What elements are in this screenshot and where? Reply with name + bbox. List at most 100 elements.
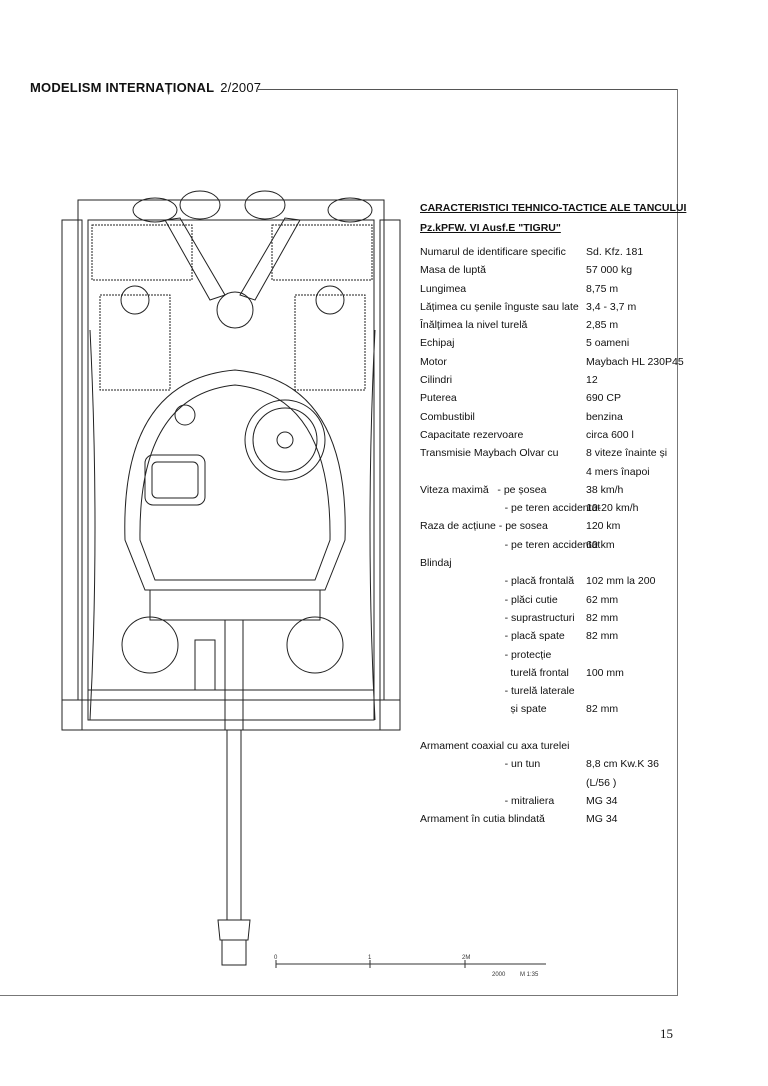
spec-label: turelă frontal <box>420 666 569 679</box>
spec-row: Combustibil benzina <box>420 411 686 429</box>
spec-value: 12 <box>586 374 598 387</box>
spec-label: - placă spate <box>420 630 565 643</box>
spec-value: 3,4 - 3,7 m <box>586 300 637 313</box>
spec-label: - pe teren accidentat <box>420 502 601 515</box>
spec-value: 82 mm <box>586 703 619 716</box>
spec-label: - mitraliera <box>420 794 555 807</box>
spec-row: (L/56 ) <box>420 777 686 795</box>
specifications-table: CARACTERISTICI TEHNICO-TACTICE ALE TANCU… <box>420 198 686 832</box>
spec-row: Masa de luptă 57 000 kg <box>420 264 686 282</box>
spec-label: - suprastructuri <box>420 611 575 624</box>
spec-label: - turelă laterale <box>420 685 575 698</box>
scale-tick-0: 0 <box>274 955 278 961</box>
spec-value: circa 600 l <box>586 428 634 441</box>
spec-label: și spate <box>420 703 547 716</box>
spec-label: Cilindri <box>420 374 453 387</box>
spec-value: benzina <box>586 410 623 423</box>
spec-value: 57 000 kg <box>586 264 633 277</box>
spec-value: 102 mm la 200 <box>586 575 656 588</box>
frame-right-line <box>677 89 678 996</box>
spec-value: 120 km <box>586 520 621 533</box>
spec-label: - un tun <box>420 758 541 771</box>
spec-value: 82 mm <box>586 611 619 624</box>
spec-label: Lungimea <box>420 282 467 295</box>
spec-label: Înălțimea la nivel turelă <box>420 319 528 332</box>
spec-value: MG 34 <box>586 813 618 826</box>
spec-label: - placă frontală <box>420 575 575 588</box>
spec-label: Transmisie Maybach Olvar cu <box>420 447 559 460</box>
spec-value: 100 mm <box>586 666 624 679</box>
spec-row: Blindaj <box>420 557 686 575</box>
spec-row: turelă frontal 100 mm <box>420 667 686 685</box>
spec-row <box>420 722 686 740</box>
spec-value: 2,85 m <box>586 319 619 332</box>
spec-label: Capacitate rezervoare <box>420 428 524 441</box>
spec-row: Capacitate rezervoare circa 600 l <box>420 429 686 447</box>
spec-value: 690 CP <box>586 392 622 405</box>
spec-row: Armament în cutia blindată MG 34 <box>420 813 686 831</box>
spec-value: (L/56 ) <box>586 776 617 789</box>
spec-row: - placă frontală 102 mm la 200 <box>420 575 686 593</box>
scale-bar: 0 1 2M 2000 M 1:35 <box>274 955 546 978</box>
spec-value: Sd. Kfz. 181 <box>586 246 644 258</box>
spec-row: Lățimea cu șenile înguste sau late 3,4 - … <box>420 301 686 319</box>
spec-row: Armament coaxial cu axa turelei <box>420 740 686 758</box>
spec-row: Cilindri 12 <box>420 374 686 392</box>
spec-rows: Numarul de identificare specific Sd. Kfz.… <box>420 246 686 832</box>
spec-value: MG 34 <box>586 794 618 807</box>
spec-label: Blindaj <box>420 557 452 570</box>
tank-top-view-drawing <box>61 190 401 966</box>
spec-value: 8,75 m <box>586 282 619 295</box>
spec-label: Numarul de identificare specific <box>420 246 566 258</box>
scale-ratio: M 1:35 <box>520 972 539 978</box>
specs-title-line1: CARACTERISTICI TEHNICO-TACTICE ALE TANCU… <box>420 202 687 214</box>
scale-code: 2000 <box>492 972 506 978</box>
issue-number: 2/2007 <box>220 80 262 95</box>
spec-row: Înălțimea la nivel turelă 2,85 m <box>420 319 686 337</box>
spec-value: 62 mm <box>586 593 619 606</box>
spec-value: 60 km <box>586 538 615 551</box>
page-number: 15 <box>660 1026 673 1041</box>
spec-row: - suprastructuri 82 mm <box>420 612 686 630</box>
spec-value: 10-20 km/h <box>586 502 639 515</box>
spec-row: Lungimea 8,75 m <box>420 283 686 301</box>
specs-title-line2: Pz.kPFW. VI Ausf.E "TIGRU" <box>420 222 561 234</box>
spec-row: - placă spate 82 mm <box>420 630 686 648</box>
spec-row: Echipaj 5 oameni <box>420 337 686 355</box>
spec-label: - protecție <box>420 648 552 661</box>
spec-row: - plăci cutie 62 mm <box>420 594 686 612</box>
spec-value: 82 mm <box>586 630 619 643</box>
spec-value: 4 mers înapoi <box>586 465 650 478</box>
spec-value: 8,8 cm Kw.K 36 <box>586 758 659 771</box>
spec-label: Masa de luptă <box>420 264 486 277</box>
spec-label: Combustibil <box>420 410 475 423</box>
spec-label: - plăci cutie <box>420 593 558 606</box>
spec-label: Raza de acțiune - pe sosea <box>420 520 548 533</box>
spec-value: 5 oameni <box>586 337 630 350</box>
frame-bottom-line <box>0 995 678 996</box>
spec-row: Motor Maybach HL 230P45 <box>420 356 686 374</box>
scale-tick-1: 1 <box>368 955 372 961</box>
spec-row: 4 mers înapoi <box>420 466 686 484</box>
spec-label: Echipaj <box>420 337 455 350</box>
spec-label: Viteza maximă - pe șosea <box>420 483 547 496</box>
spec-row: - mitraliera MG 34 <box>420 795 686 813</box>
spec-row: Transmisie Maybach Olvar cu 8 viteze înai… <box>420 447 686 465</box>
spec-row: Raza de acțiune - pe sosea 120 km <box>420 520 686 538</box>
spec-value: Maybach HL 230P45 <box>586 355 684 368</box>
magazine-name: MODELISM INTERNAȚIONAL <box>30 80 215 95</box>
spec-label: Lățimea cu șenile înguste sau late <box>420 300 579 313</box>
spec-row: și spate 82 mm <box>420 703 686 721</box>
scale-tick-2: 2M <box>462 955 470 961</box>
spec-label: - pe teren accidentat <box>420 538 601 551</box>
spec-row: - protecție <box>420 649 686 667</box>
spec-label: Motor <box>420 355 447 368</box>
spec-label: Armament coaxial cu axa turelei <box>420 740 570 753</box>
spec-value: 8 viteze înainte și <box>586 447 668 460</box>
spec-row: - un tun 8,8 cm Kw.K 36 <box>420 758 686 776</box>
header-rule <box>258 89 678 90</box>
spec-label: Puterea <box>420 392 457 405</box>
spec-label: Armament în cutia blindată <box>420 813 545 826</box>
